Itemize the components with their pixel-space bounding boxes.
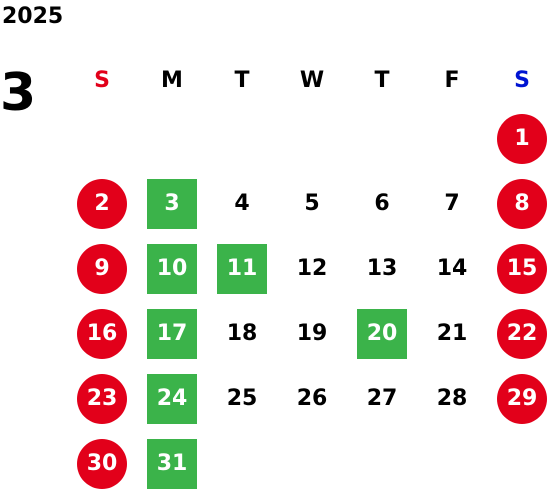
day-cell: 10 [137, 236, 207, 301]
empty-cell [207, 431, 277, 496]
holiday-day: 16 [77, 308, 127, 359]
day-cell: 28 [417, 366, 487, 431]
day-number: 13 [366, 255, 398, 281]
day-cell: 11 [207, 236, 277, 301]
marked-day: 24 [147, 373, 197, 424]
empty-cell [277, 106, 347, 171]
holiday-day: 29 [497, 373, 547, 424]
day-number: 4 [234, 190, 250, 216]
day-cell: 31 [137, 431, 207, 496]
day-number: 21 [436, 320, 468, 346]
day-cell: 18 [207, 301, 277, 366]
year-label: 2025 [2, 4, 64, 29]
day-cell: 13 [347, 236, 417, 301]
day-number: 14 [436, 255, 468, 281]
holiday-day: 8 [497, 178, 547, 229]
day-cell: 6 [347, 171, 417, 236]
day-cell: 27 [347, 366, 417, 431]
day-cell: 9 [67, 236, 137, 301]
holiday-day: 1 [497, 113, 547, 164]
day-number: 5 [304, 190, 320, 216]
empty-cell [67, 106, 137, 171]
day-number: 7 [444, 190, 460, 216]
empty-cell [417, 431, 487, 496]
weekday-header: T [374, 68, 390, 93]
weekday-header: M [161, 68, 183, 93]
day-cell: 12 [277, 236, 347, 301]
empty-cell [487, 431, 548, 496]
holiday-day: 22 [497, 308, 547, 359]
day-cell: 19 [277, 301, 347, 366]
day-cell: 5 [277, 171, 347, 236]
day-cell: 29 [487, 366, 548, 431]
day-cell: 8 [487, 171, 548, 236]
holiday-day: 30 [77, 438, 127, 489]
weekday-header: T [234, 68, 250, 93]
weekday-header: S [514, 68, 530, 93]
day-cell: 30 [67, 431, 137, 496]
day-cell: 7 [417, 171, 487, 236]
day-cell: 16 [67, 301, 137, 366]
holiday-day: 15 [497, 243, 547, 294]
day-cell: 21 [417, 301, 487, 366]
empty-cell [277, 431, 347, 496]
day-cell: 4 [207, 171, 277, 236]
day-cell: 1 [487, 106, 548, 171]
day-cell: 25 [207, 366, 277, 431]
day-number: 27 [366, 385, 398, 411]
day-number: 6 [374, 190, 390, 216]
marked-day: 31 [147, 438, 197, 489]
empty-cell [347, 431, 417, 496]
day-cell: 22 [487, 301, 548, 366]
day-cell: 26 [277, 366, 347, 431]
day-cell: 3 [137, 171, 207, 236]
marked-day: 20 [357, 308, 407, 359]
day-number: 25 [226, 385, 258, 411]
holiday-day: 2 [77, 178, 127, 229]
day-cell: 23 [67, 366, 137, 431]
empty-cell [137, 106, 207, 171]
day-number: 18 [226, 320, 258, 346]
day-cell: 17 [137, 301, 207, 366]
holiday-day: 23 [77, 373, 127, 424]
marked-day: 3 [147, 178, 197, 229]
day-cell: 20 [347, 301, 417, 366]
holiday-day: 9 [77, 243, 127, 294]
marked-day: 10 [147, 243, 197, 294]
day-cell: 24 [137, 366, 207, 431]
empty-cell [417, 106, 487, 171]
marked-day: 11 [217, 243, 267, 294]
weekday-header: W [299, 68, 325, 93]
day-cell: 2 [67, 171, 137, 236]
day-number: 26 [296, 385, 328, 411]
empty-cell [207, 106, 277, 171]
day-cell: 14 [417, 236, 487, 301]
marked-day: 17 [147, 308, 197, 359]
month-number: 3 [0, 63, 37, 123]
weekday-header: S [94, 68, 110, 93]
day-number: 28 [436, 385, 468, 411]
day-cell: 15 [487, 236, 548, 301]
weekday-header: F [444, 68, 460, 93]
empty-cell [347, 106, 417, 171]
day-number: 19 [296, 320, 328, 346]
day-number: 12 [296, 255, 328, 281]
